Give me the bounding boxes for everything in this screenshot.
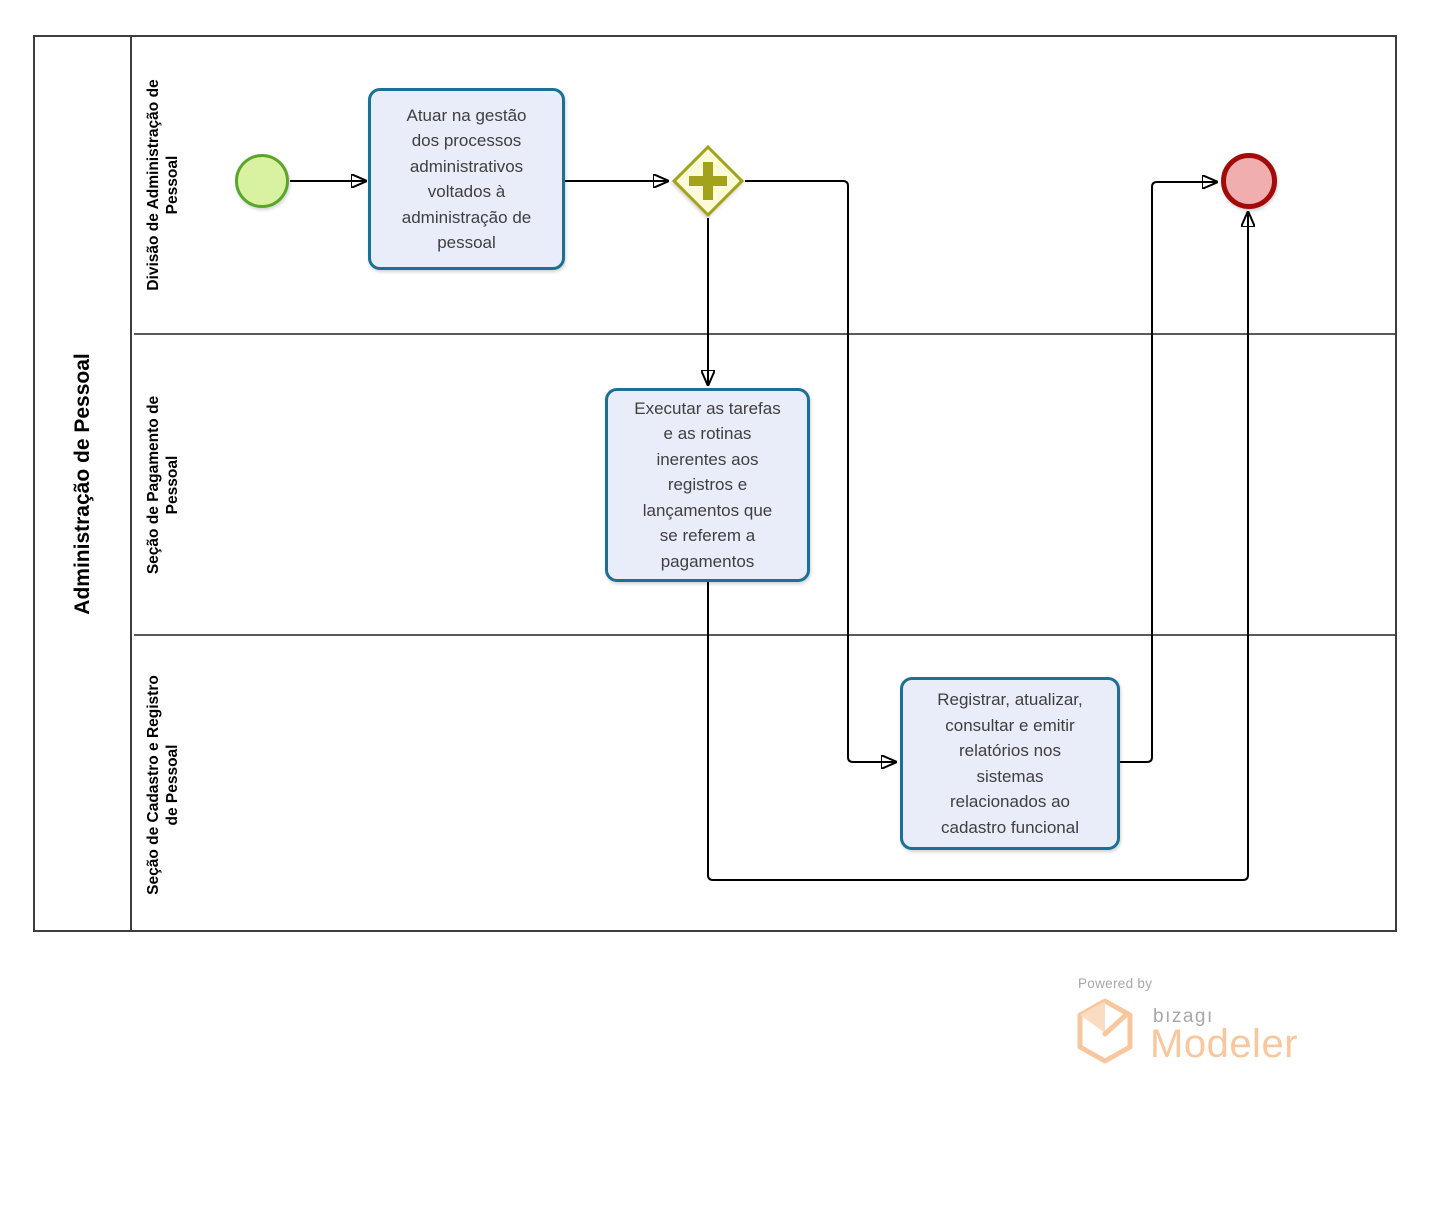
lane-label: Divisão de Administração de Pessoal [145, 79, 181, 291]
start-event [235, 154, 289, 208]
lane-label-strip: Divisão de Administração de Pessoal [134, 37, 192, 333]
lane-label-strip: Seção de Cadastro e Registro de Pessoal [134, 636, 192, 934]
lane-divisao-de-administracao-de-pessoal: Divisão de Administração de Pessoal [134, 37, 1395, 333]
pool-title-strip: Administração de Pessoal [35, 37, 132, 930]
bizagi-wordmark: bızagı [1153, 1006, 1214, 1027]
parallel-gateway [671, 144, 745, 218]
pool-title: Administração de Pessoal [70, 352, 94, 615]
task-registrar-cadastro-funcional: Registrar, atualizar, consultar e emitir… [900, 677, 1120, 850]
end-event [1221, 153, 1277, 209]
modeler-wordmark: Modeler [1150, 1022, 1299, 1066]
lane-label: Seção de Cadastro e Registro de Pessoal [145, 675, 181, 895]
plus-icon [703, 162, 713, 200]
lane-label-strip: Seção de Pagamento de Pessoal [134, 335, 192, 634]
powered-by-label: Powered by [1078, 976, 1153, 991]
lane-label: Seção de Pagamento de Pessoal [145, 395, 181, 574]
bizagi-hexagon-icon [1077, 998, 1133, 1064]
task-atuar-na-gestao: Atuar na gestão dos processos administra… [368, 88, 565, 270]
task-executar-tarefas-pagamentos: Executar as tarefas e as rotinas inerent… [605, 388, 810, 582]
lane-secao-de-cadastro-e-registro-de-pessoal: Seção de Cadastro e Registro de Pessoal [134, 634, 1395, 934]
